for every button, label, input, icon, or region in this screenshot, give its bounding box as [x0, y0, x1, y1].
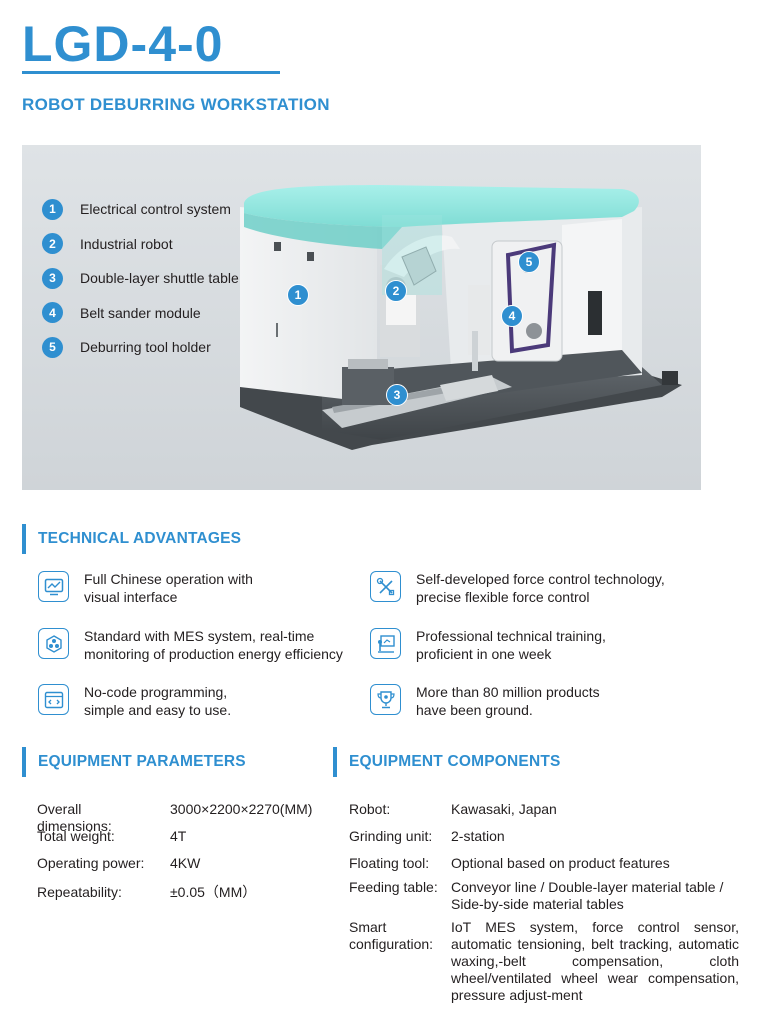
- advantage-item: Self-developed force control technology,…: [370, 571, 716, 606]
- advantage-item: Full Chinese operation with visual inter…: [38, 571, 364, 606]
- legend-label: Double-layer shuttle table: [80, 270, 239, 287]
- component-label: Floating tool:: [349, 855, 430, 871]
- legend-item: 3 Double-layer shuttle table: [42, 261, 239, 296]
- wrench-screwdriver-icon: [370, 571, 401, 602]
- callout-badge: 4: [501, 305, 523, 327]
- network-cube-icon: [38, 628, 69, 659]
- component-value: IoT MES system, force control sensor, au…: [451, 919, 739, 1003]
- legend-label: Deburring tool holder: [80, 339, 211, 356]
- advantage-line: Full Chinese operation with: [84, 571, 253, 587]
- component-label-block: Smart configuration:: [349, 919, 433, 953]
- advantages-heading: TECHNICAL ADVANTAGES: [22, 524, 241, 554]
- number-badge: 3: [42, 267, 63, 289]
- advantage-line: Professional technical training,: [416, 628, 606, 644]
- components-heading: EQUIPMENT COMPONENTS: [333, 747, 561, 777]
- parameter-value: ±0.05（MM）: [170, 884, 257, 900]
- parameter-value: 3000×2200×2270(MM): [170, 801, 313, 817]
- number-badge: 1: [42, 198, 63, 220]
- presentation-board-icon: [370, 628, 401, 659]
- number-badge: 2: [42, 233, 63, 255]
- callout-badge: 1: [287, 284, 309, 306]
- component-label: Smart: [349, 919, 387, 935]
- advantage-text: More than 80 million products have been …: [416, 684, 696, 719]
- legend-item: 5 Deburring tool holder: [42, 330, 239, 365]
- heading-bar: [333, 747, 337, 777]
- monitor-chart-icon: [38, 571, 69, 602]
- parameters-heading: EQUIPMENT PARAMETERS: [22, 747, 246, 777]
- advantage-line: proficient in one week: [416, 645, 552, 662]
- number-badge: 5: [42, 336, 63, 358]
- component-label: configuration:: [349, 936, 434, 952]
- advantage-text: Self-developed force control technology,…: [416, 571, 716, 606]
- parameter-label: Operating power:: [37, 855, 145, 871]
- advantage-item: Professional technical training, profici…: [370, 628, 696, 663]
- heading-bar: [22, 524, 26, 554]
- parameter-label: Repeatability:: [37, 884, 122, 900]
- callout-badge: 2: [385, 280, 407, 302]
- advantage-line: visual interface: [84, 588, 178, 605]
- legend-label: Electrical control system: [80, 201, 231, 218]
- advantage-text: Professional technical training, profici…: [416, 628, 696, 663]
- advantage-text: Full Chinese operation with visual inter…: [84, 571, 364, 606]
- advantage-text: Standard with MES system, real-time moni…: [84, 628, 384, 663]
- parameter-value: 4KW: [170, 855, 201, 871]
- component-label: Grinding unit:: [349, 828, 433, 844]
- code-window-icon: [38, 684, 69, 715]
- callout-badge: 5: [518, 251, 540, 273]
- component-label: Feeding table:: [349, 879, 438, 895]
- parameter-value: 4T: [170, 828, 187, 844]
- component-value: 2-station: [451, 828, 505, 844]
- callout-badge: 3: [386, 384, 408, 406]
- legend-label: Belt sander module: [80, 304, 201, 321]
- parameters-title: EQUIPMENT PARAMETERS: [38, 753, 246, 770]
- workstation-illustration: 1 Electrical control system 2 Industrial…: [22, 145, 701, 490]
- advantages-title: TECHNICAL ADVANTAGES: [38, 530, 242, 547]
- advantage-line: Self-developed force control technology,: [416, 571, 665, 587]
- component-legend: 1 Electrical control system 2 Industrial…: [42, 192, 239, 365]
- advantage-item: No-code programming, simple and easy to …: [38, 684, 364, 719]
- legend-item: 1 Electrical control system: [42, 192, 239, 227]
- model-title: LGD-4-0: [22, 16, 224, 72]
- advantage-line: Standard with MES system, real-time: [84, 628, 315, 644]
- legend-label: Industrial robot: [80, 235, 173, 252]
- advantage-line: More than 80 million products: [416, 684, 600, 700]
- title-underline: [22, 71, 280, 74]
- advantage-line: precise flexible force control: [416, 588, 590, 605]
- advantage-line: simple and easy to use.: [84, 701, 232, 718]
- advantage-line: have been ground.: [416, 701, 533, 718]
- parameter-label: Overall dimensions:: [37, 801, 112, 834]
- advantage-item: Standard with MES system, real-time moni…: [38, 628, 384, 663]
- component-value: Kawasaki, Japan: [451, 801, 557, 817]
- number-badge: 4: [42, 302, 63, 324]
- product-subtitle: ROBOT DEBURRING WORKSTATION: [22, 95, 330, 114]
- parameter-label: Total weight:: [37, 828, 115, 844]
- advantage-line: monitoring of production energy efficien…: [84, 645, 343, 662]
- advantage-text: No-code programming, simple and easy to …: [84, 684, 364, 719]
- legend-item: 2 Industrial robot: [42, 227, 239, 262]
- component-value: Optional based on product features: [451, 855, 670, 871]
- components-title: EQUIPMENT COMPONENTS: [349, 753, 561, 770]
- advantage-line: No-code programming,: [84, 684, 228, 700]
- heading-bar: [22, 747, 26, 777]
- component-value: Conveyor line / Double-layer material ta…: [451, 879, 724, 912]
- advantage-item: More than 80 million products have been …: [370, 684, 696, 719]
- trophy-icon: [370, 684, 401, 715]
- workstation-render: [240, 185, 682, 450]
- component-label: Robot:: [349, 801, 391, 817]
- legend-item: 4 Belt sander module: [42, 296, 239, 331]
